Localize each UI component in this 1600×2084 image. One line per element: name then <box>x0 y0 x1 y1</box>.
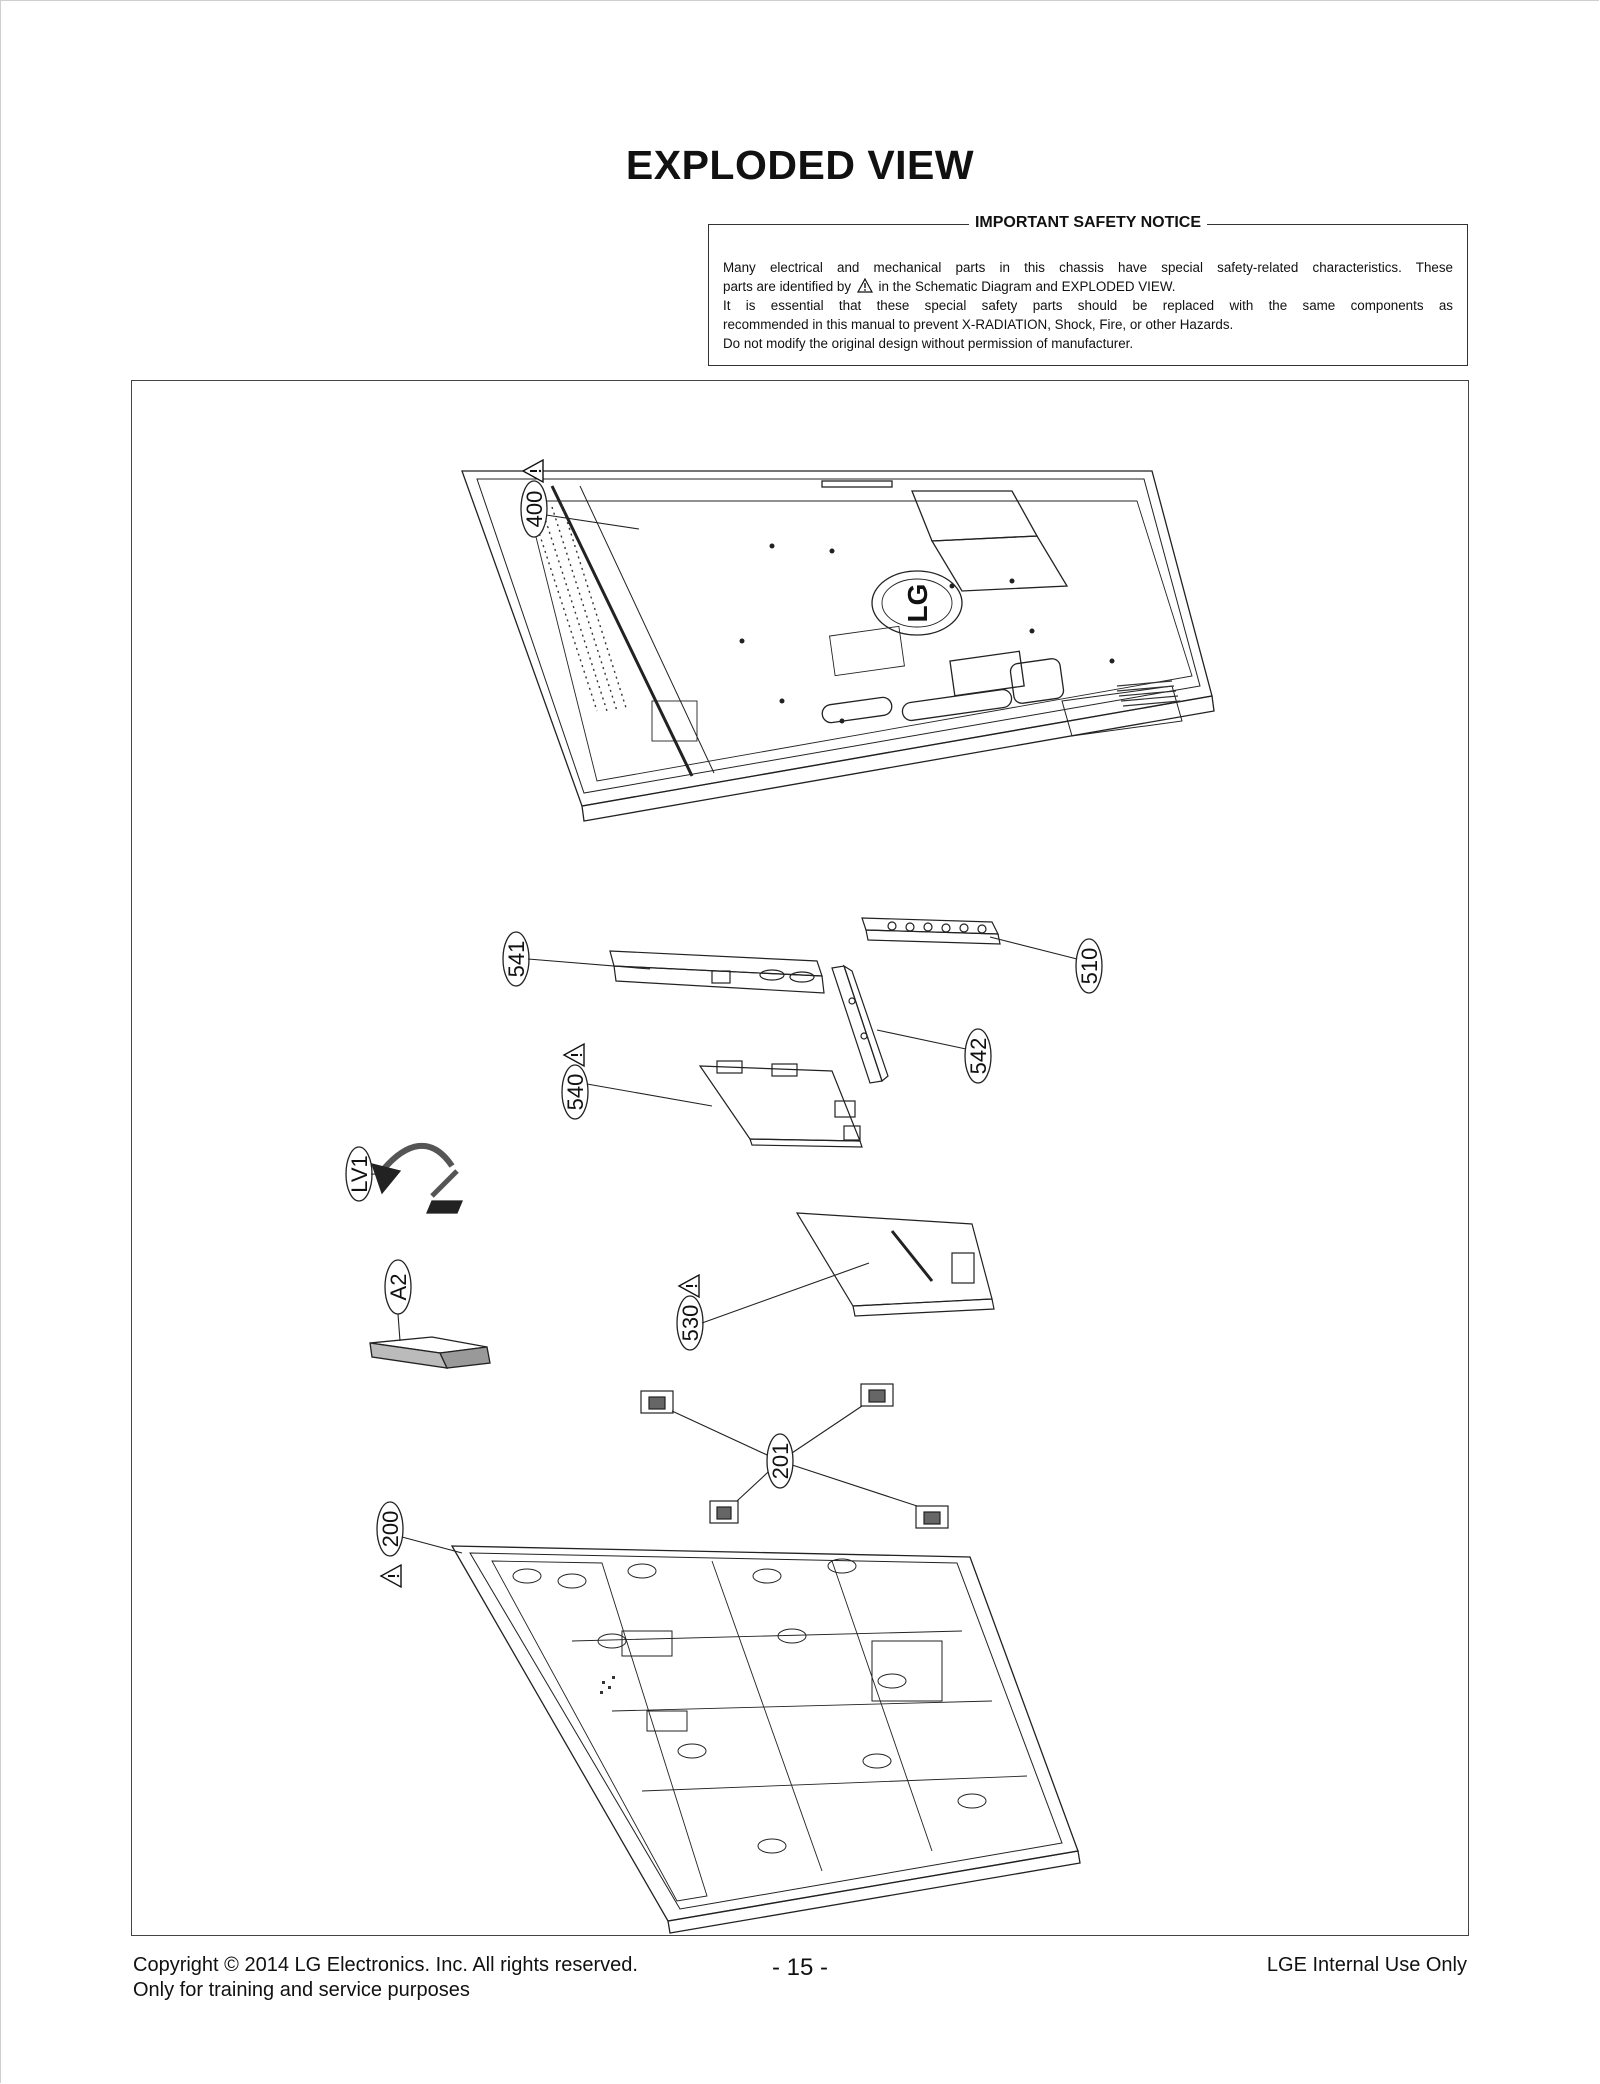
stand-part-a2 <box>369 1336 491 1369</box>
display-module-200 <box>450 1545 1081 1934</box>
callout-400-label: 400 <box>522 491 547 528</box>
warning-triangle-icon <box>563 1043 585 1067</box>
exploded-view-svg: LG 400 541 510 <box>345 459 1215 1934</box>
callout-a2-label: A2 <box>386 1274 411 1301</box>
warning-triangle-icon <box>678 1274 700 1298</box>
safety-notice-box: IMPORTANT SAFETY NOTICE Many electrical … <box>708 214 1468 366</box>
callout-510-label: 510 <box>1077 948 1102 985</box>
callout-200-label: 200 <box>378 1511 403 1548</box>
callout-541: 541 <box>502 931 651 987</box>
brand-logo-text: LG <box>902 584 933 623</box>
callout-400: 400 <box>520 459 640 538</box>
warning-triangle-icon <box>380 1564 402 1588</box>
exploded-view-diagram: LG 400 541 510 <box>131 380 1469 1936</box>
bracket-541 <box>609 950 825 994</box>
back-cover-400 <box>461 470 1215 822</box>
safety-notice-body: Many electrical and mechanical parts in … <box>723 258 1453 353</box>
notice-line-2: parts are identified by in the Schematic… <box>723 277 1453 296</box>
power-board-530 <box>795 1212 995 1317</box>
clips-201 <box>640 1383 949 1529</box>
notice-line-5: Do not modify the original design withou… <box>723 336 1134 351</box>
safety-notice-title: IMPORTANT SAFETY NOTICE <box>968 214 1208 231</box>
cable-lv1 <box>370 1142 463 1214</box>
footer-left: Copyright © 2014 LG Electronics. Inc. Al… <box>133 1953 638 2003</box>
callout-201: 201 <box>671 1405 918 1507</box>
copyright-text: Copyright © 2014 LG Electronics. Inc. Al… <box>133 1954 638 1976</box>
callout-lv1: LV1 <box>345 1146 395 1202</box>
notice-line-1: Many electrical and mechanical parts in … <box>723 260 1453 275</box>
notice-line-2-before: parts are identified by <box>723 279 852 294</box>
callout-201-label: 201 <box>768 1443 793 1480</box>
purpose-text: Only for training and service purposes <box>133 1979 470 2001</box>
internal-use-label: LGE Internal Use Only <box>1266 1954 1467 1976</box>
callout-540: 540 <box>561 1043 713 1120</box>
callout-530-label: 530 <box>678 1305 703 1342</box>
page-number: - 15 - <box>771 1954 828 1981</box>
callout-lv1-label: LV1 <box>347 1155 372 1193</box>
warning-triangle-icon <box>856 278 873 293</box>
callout-540-label: 540 <box>563 1074 588 1111</box>
callout-200: 200 <box>376 1501 463 1588</box>
main-board-540 <box>698 1060 863 1148</box>
callout-530: 530 <box>676 1262 870 1351</box>
callout-510: 510 <box>989 936 1103 994</box>
notice-line-2-after: in the Schematic Diagram and EXPLODED VI… <box>878 279 1176 294</box>
notice-line-4: recommended in this manual to prevent X-… <box>723 317 1234 332</box>
button-board-510 <box>861 917 1001 945</box>
callout-542: 542 <box>876 1028 992 1084</box>
callout-541-label: 541 <box>504 941 529 978</box>
notice-line-3: It is essential that these special safet… <box>723 298 1453 313</box>
side-bracket-542 <box>831 964 889 1084</box>
callout-542-label: 542 <box>966 1038 991 1075</box>
page-title: EXPLODED VIEW <box>625 142 975 188</box>
callout-a2: A2 <box>384 1259 412 1342</box>
